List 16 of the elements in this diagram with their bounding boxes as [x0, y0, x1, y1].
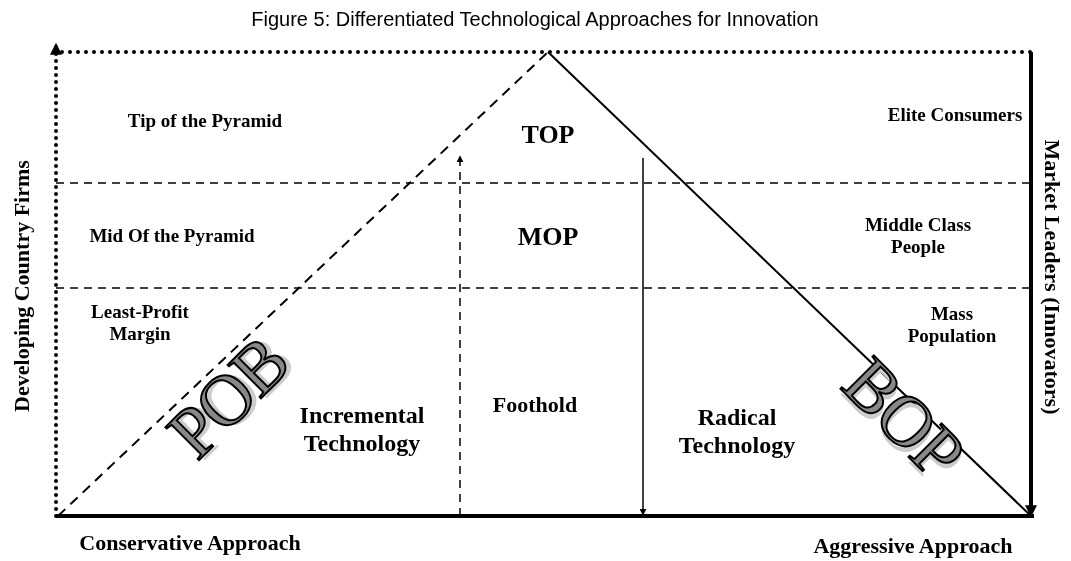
tier-label: TOP: [521, 120, 575, 150]
axis-title: Market Leaders (Innovators): [1039, 139, 1065, 415]
segment-label: Elite Consumers: [887, 104, 1023, 126]
tier-label: MOP: [517, 222, 579, 252]
axis-title: Developing Country Firms: [9, 160, 35, 412]
region-label: Least-Profit Margin: [90, 301, 189, 344]
figure-title: Figure 5: Differentiated Technological Approaches for Innovation: [251, 7, 819, 31]
segment-label: Middle Class People: [863, 214, 973, 258]
axis-label: Conservative Approach: [79, 530, 301, 556]
axis-label: Aggressive Approach: [813, 533, 1013, 559]
approach-label: Incremental Technology: [298, 402, 426, 458]
region-label: Mid Of the Pyramid: [88, 225, 256, 247]
region-label: Tip of the Pyramid: [127, 110, 283, 132]
segment-label: Mass Population: [906, 303, 998, 347]
approach-label: Radical Technology: [677, 404, 797, 460]
zone-label: Foothold: [492, 392, 578, 418]
